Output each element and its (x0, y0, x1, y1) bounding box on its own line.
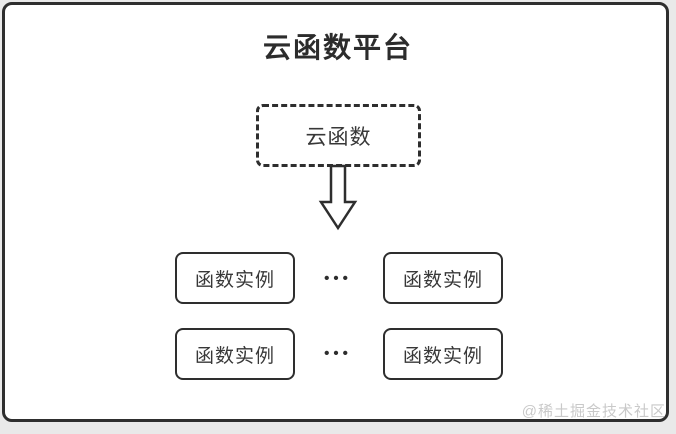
function-instance-label: 函数实例 (402, 345, 483, 367)
down-arrow-icon (318, 164, 358, 231)
function-instance-label: 函数实例 (402, 269, 483, 291)
ellipsis-dots: ••• (324, 270, 352, 287)
cloud-function-label: 云函数 (305, 125, 372, 149)
ellipsis-dots: ••• (324, 345, 352, 362)
cloud-function-box: 云函数 (256, 104, 421, 167)
function-instance-label: 函数实例 (194, 269, 275, 291)
diagram-title: 云函数平台 (262, 32, 413, 63)
function-instance-box: 函数实例 (383, 252, 503, 304)
watermark: @稀土掘金技术社区 (521, 403, 666, 420)
function-instance-box: 函数实例 (175, 252, 295, 304)
function-instance-box: 函数实例 (383, 328, 503, 380)
function-instance-box: 函数实例 (175, 328, 295, 380)
function-instance-label: 函数实例 (194, 345, 275, 367)
